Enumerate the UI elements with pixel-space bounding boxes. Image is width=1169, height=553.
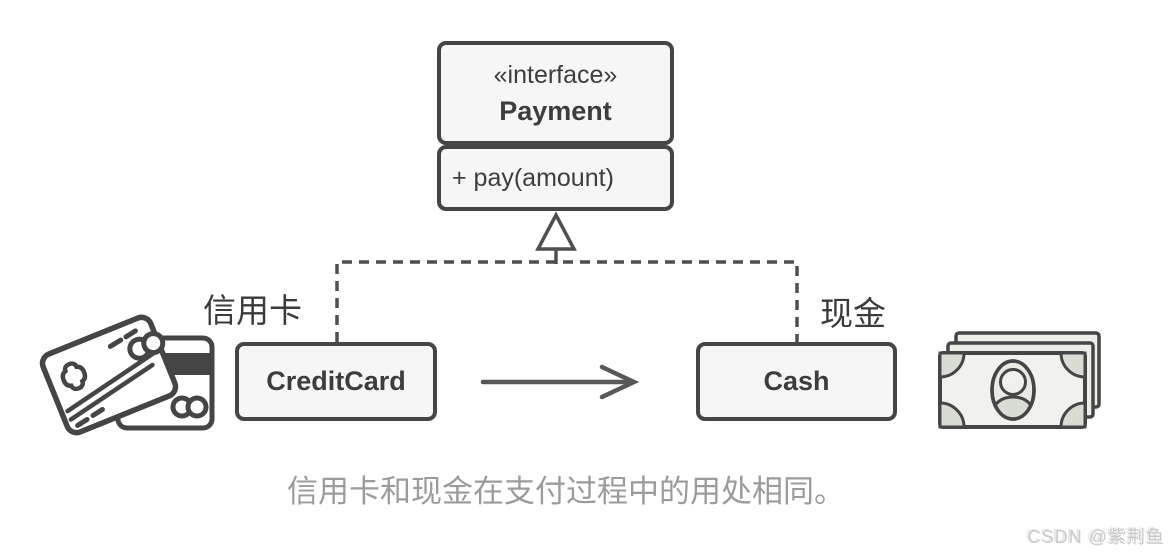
diagram-caption: 信用卡和现金在支付过程中的用处相同。 [287, 474, 845, 509]
credit-cards-icon [39, 314, 215, 436]
interface-method: + pay(amount) [452, 163, 614, 192]
interface-name: Payment [499, 95, 612, 126]
payment-method-compartment: + pay(amount) [437, 145, 674, 211]
arrow-head-icon [599, 364, 640, 400]
creditcard-class-name: CreditCard [266, 366, 406, 396]
cash-class-name: Cash [763, 366, 830, 396]
realization-dashed-line [335, 260, 799, 342]
payment-interface-box: «interface» Payment [437, 41, 674, 145]
cash-stack-icon [938, 331, 1101, 429]
creditcard-label-zh: 信用卡 [203, 292, 302, 329]
csdn-watermark: CSDN @紫荆鱼 [1027, 527, 1165, 547]
association-arrow [480, 364, 640, 400]
creditcard-class-box: CreditCard [235, 342, 437, 421]
interface-stereotype: «interface» [493, 60, 618, 89]
cash-class-box: Cash [696, 342, 897, 421]
realization-triangle-icon [535, 211, 577, 251]
cash-label-zh: 现金 [820, 295, 886, 332]
